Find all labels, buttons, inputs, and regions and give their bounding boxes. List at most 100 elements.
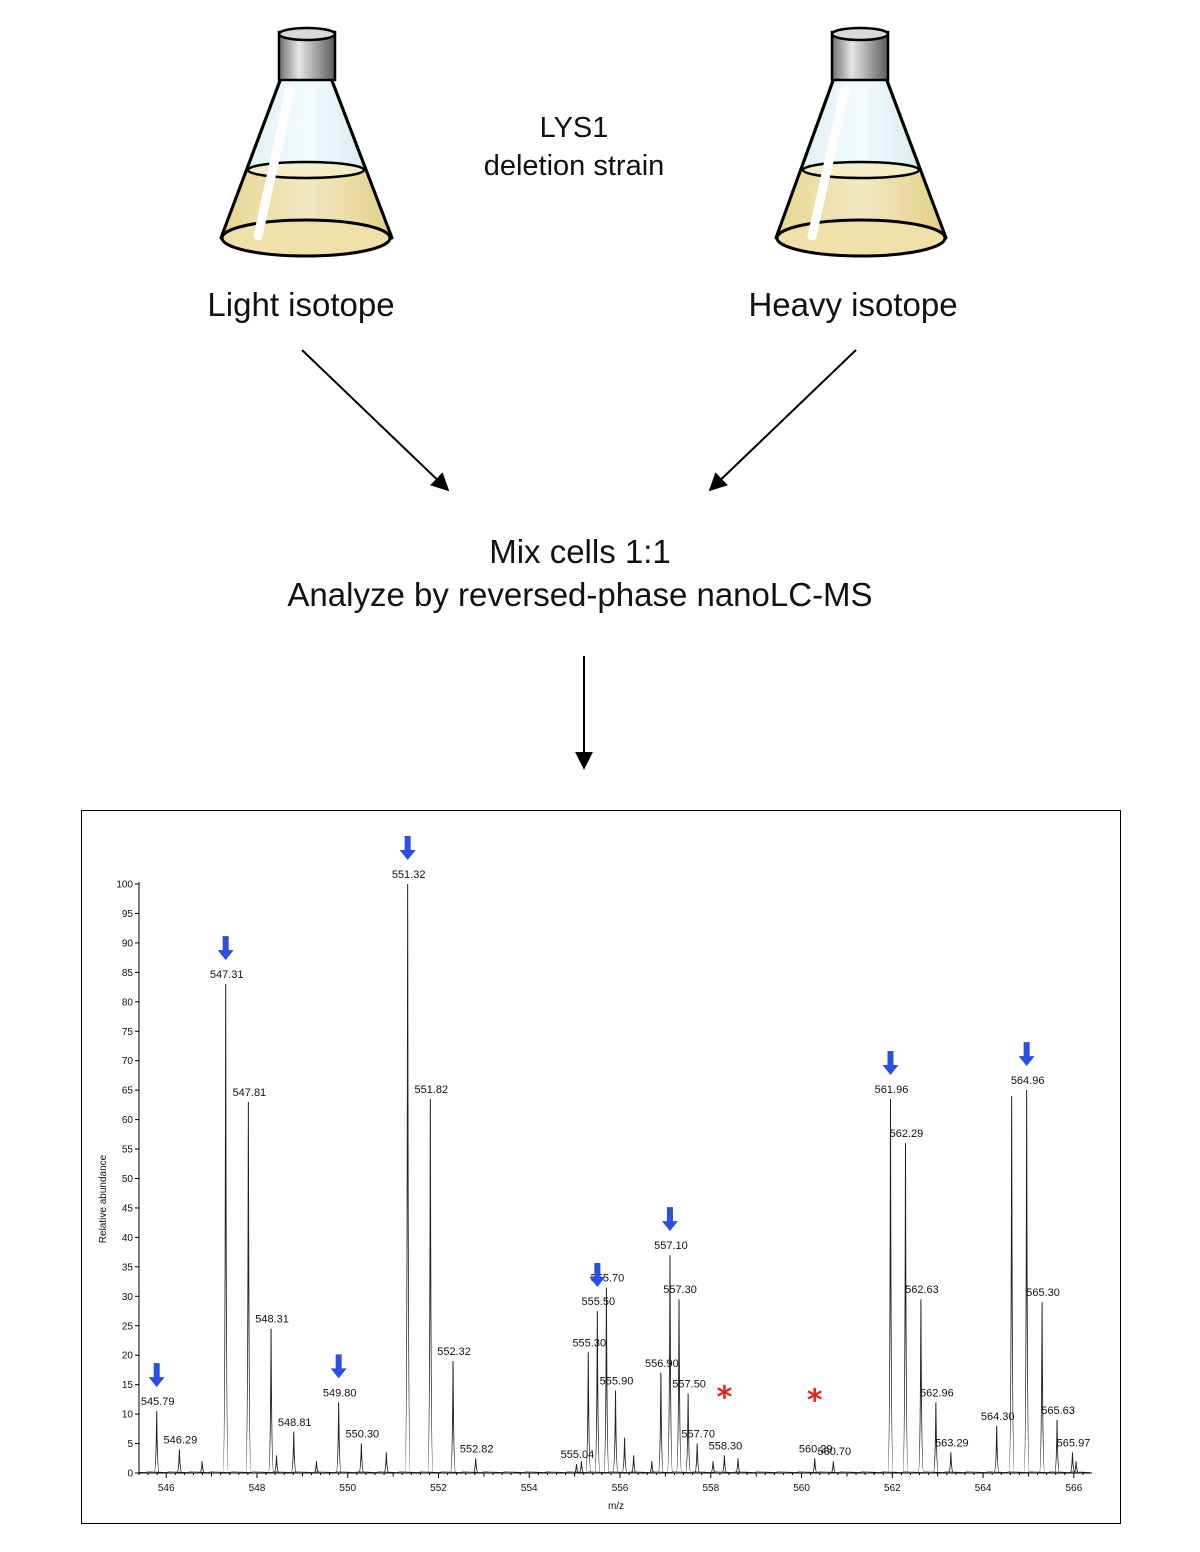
peak-label: 545.79	[141, 1396, 175, 1408]
peak-label: 560.70	[818, 1446, 852, 1458]
peak-arrow-marker	[882, 1050, 899, 1075]
y-tick-label: 85	[122, 968, 134, 979]
spectrum-peak	[685, 1393, 692, 1474]
spectrum-peak	[290, 1431, 297, 1474]
peak-label: 550.30	[346, 1429, 380, 1441]
peak-label: 565.97	[1057, 1437, 1091, 1449]
x-tick-label: 560	[793, 1483, 810, 1494]
peak-label: 548.81	[278, 1417, 312, 1429]
spectrum-peak	[273, 1455, 280, 1474]
y-tick-label: 40	[122, 1233, 134, 1244]
spectrum-peak	[176, 1449, 183, 1474]
light-isotope-flask	[219, 26, 394, 258]
peak-label: 555.30	[572, 1337, 606, 1349]
spectrum-peak	[694, 1443, 701, 1474]
peak-label: 549.80	[323, 1387, 357, 1399]
spectrum-peak	[1069, 1452, 1076, 1474]
y-axis-label: Relative abundance	[98, 1154, 109, 1243]
strain-title-line1: LYS1	[539, 112, 609, 144]
peak-label: 565.30	[1026, 1287, 1060, 1299]
spectrum-peak	[811, 1458, 818, 1474]
peak-label: 546.29	[164, 1434, 198, 1446]
peak-label: 565.63	[1041, 1405, 1075, 1417]
spectrum-peak	[1008, 1096, 1015, 1474]
spectrum-peak	[449, 1361, 457, 1474]
spectrum-peak	[830, 1461, 837, 1474]
y-tick-label: 100	[116, 880, 133, 891]
spectrum-peak	[1038, 1302, 1046, 1474]
y-tick-label: 50	[122, 1174, 134, 1185]
peak-arrow-marker	[148, 1363, 165, 1388]
y-tick-label: 5	[127, 1439, 133, 1450]
x-tick-label: 564	[975, 1483, 992, 1494]
peak-label: 560.29	[799, 1443, 833, 1455]
peak-label: 556.90	[645, 1358, 679, 1370]
peak-label: 564.96	[1011, 1075, 1045, 1087]
spectrum-peak	[666, 1255, 674, 1474]
x-tick-label: 550	[339, 1483, 356, 1494]
x-axis-label: m/z	[608, 1501, 624, 1512]
peak-label: 551.82	[415, 1084, 449, 1096]
peak-arrow-marker	[330, 1354, 347, 1379]
spectrum-peak	[657, 1372, 664, 1474]
spectrum-peak	[1053, 1419, 1061, 1474]
peak-label: 555.90	[600, 1376, 634, 1388]
peak-label: 551.32	[392, 869, 426, 881]
spectrum-peak	[993, 1425, 1000, 1474]
x-tick-label: 548	[249, 1483, 266, 1494]
peak-label: 557.70	[681, 1429, 715, 1441]
spectrum-peak	[335, 1402, 342, 1474]
spectrum-peak	[1073, 1461, 1079, 1474]
flow-diagram	[219, 26, 948, 770]
peak-label: 557.10	[654, 1240, 688, 1252]
spectrum-peak	[947, 1452, 954, 1474]
peak-label: 555.50	[582, 1296, 616, 1308]
y-tick-label: 60	[122, 1115, 134, 1126]
spectrum-peak	[358, 1443, 365, 1474]
y-tick-label: 25	[122, 1321, 134, 1332]
spectrum-peak	[603, 1287, 610, 1474]
spectrum-peak	[902, 1143, 909, 1474]
spectrum-peak	[578, 1461, 585, 1474]
mass-spectrum-chart: 0510152025303540455055606570758085909510…	[98, 836, 1092, 1512]
spectrum-peak	[313, 1461, 320, 1474]
mix-step-line2: Analyze by reversed-phase nanoLC-MS	[287, 576, 873, 613]
spectrum-peak	[621, 1437, 628, 1474]
x-tick-label: 554	[521, 1483, 538, 1494]
y-tick-label: 90	[122, 938, 134, 949]
y-tick-label: 45	[122, 1203, 134, 1214]
x-tick-label: 556	[612, 1483, 629, 1494]
y-tick-label: 30	[122, 1292, 134, 1303]
peak-label: 547.31	[210, 969, 244, 981]
spectrum-peak	[427, 1098, 434, 1474]
x-tick-label: 552	[430, 1483, 447, 1494]
spectrum-peak	[710, 1461, 716, 1474]
spectrum-peak	[573, 1464, 580, 1474]
peak-label: 555.04	[561, 1449, 595, 1461]
y-tick-label: 55	[122, 1145, 134, 1156]
y-tick-label: 20	[122, 1351, 134, 1362]
spectrum-peak	[267, 1328, 275, 1474]
y-tick-label: 35	[122, 1262, 134, 1273]
peak-label: 563.29	[935, 1437, 969, 1449]
peak-arrow-marker	[399, 836, 416, 860]
x-tick-label: 558	[702, 1483, 719, 1494]
spectrum-peak	[887, 1098, 894, 1474]
y-tick-label: 15	[122, 1380, 134, 1391]
spectrum-peak	[1023, 1090, 1030, 1474]
y-tick-label: 80	[122, 997, 134, 1008]
spectrum-peak	[383, 1452, 390, 1474]
peak-label: 562.63	[905, 1284, 939, 1296]
y-tick-label: 75	[122, 1027, 134, 1038]
peak-label: 557.30	[663, 1284, 697, 1296]
peak-star-marker: *	[807, 1383, 823, 1418]
peak-arrow-marker	[217, 936, 234, 961]
x-tick-label: 562	[884, 1483, 901, 1494]
heavy-isotope-flask	[774, 26, 948, 258]
peak-arrow-marker	[661, 1207, 678, 1232]
spectrum-peak	[594, 1311, 601, 1474]
mix-step-line1: Mix cells 1:1	[489, 533, 671, 570]
peak-label: 547.81	[233, 1087, 267, 1099]
light-isotope-label: Light isotope	[207, 286, 395, 323]
